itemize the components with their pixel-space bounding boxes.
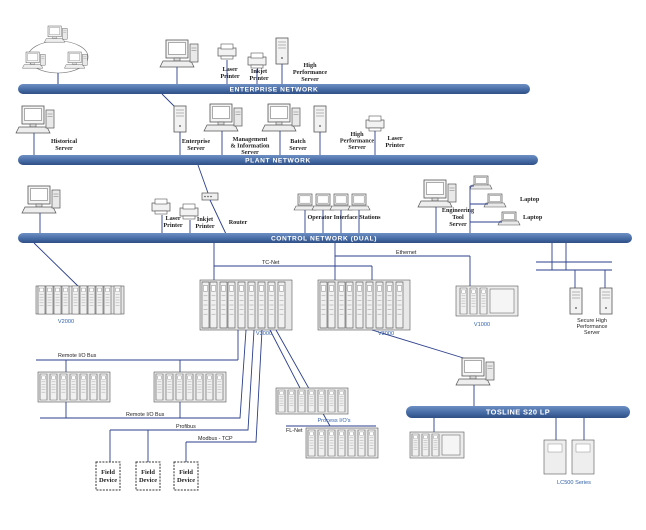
laptop-label-1: Laptop xyxy=(520,196,540,203)
svg-text:PLANT NETWORK: PLANT NETWORK xyxy=(245,158,311,165)
laptop-icon-1 xyxy=(469,175,493,190)
mis-server-pc xyxy=(203,103,243,132)
control-network-bus: CONTROL NETWORK (DUAL) xyxy=(18,233,632,243)
fl-net-rack xyxy=(305,427,379,459)
router-label: Router xyxy=(229,219,248,226)
profibus-label: Profibus xyxy=(176,424,196,430)
operator-stations-label: Operator Interface Stations xyxy=(307,214,381,221)
remote-io-bus-1-label: Remote I/O Bus xyxy=(58,353,97,359)
enterprise-cluster xyxy=(22,25,89,86)
tosline-bus: TOSLINE S20 LP xyxy=(406,406,630,418)
fl-net-label: FL-Net xyxy=(286,428,303,434)
svg-text:TOSLINE S20 LP: TOSLINE S20 LP xyxy=(486,408,550,417)
control-inkjet-printer-icon xyxy=(179,203,199,220)
enterprise-server-tower-icon xyxy=(275,37,289,65)
v1000-label: V1000 xyxy=(474,322,490,328)
field-pc xyxy=(455,357,495,386)
process-io-rack xyxy=(275,387,349,415)
v2000-label: V2000 xyxy=(58,319,74,325)
batch-server-pc xyxy=(261,103,301,132)
control-laser-printer-icon xyxy=(151,198,171,215)
process-ios-label: Process I/O's xyxy=(317,418,350,424)
secure-server-tower-2 xyxy=(599,287,613,315)
v3000-controller-a xyxy=(199,279,293,331)
eng-tool-server-pc xyxy=(417,179,457,208)
plant-network-bus: PLANT NETWORK xyxy=(18,155,538,165)
historical-server-pc xyxy=(15,105,55,134)
enterprise-network-bus: ENTERPRISE NETWORK xyxy=(18,84,530,94)
lc500-label: LC500 Series xyxy=(557,480,591,486)
remote-io-rack-1 xyxy=(37,371,111,403)
laptop-icon-3 xyxy=(497,211,521,226)
remote-io-rack-2 xyxy=(153,371,227,403)
router-icon xyxy=(201,192,219,201)
remote-io-bus-2-label: Remote I/O Bus xyxy=(126,412,165,418)
laptop-icon-2 xyxy=(483,193,507,208)
svg-text:CONTROL NETWORK (DUAL): CONTROL NETWORK (DUAL) xyxy=(271,236,377,243)
laptop-label-2: Laptop xyxy=(523,214,543,221)
enterprise-workstation xyxy=(159,39,199,68)
enterprise-server-tower xyxy=(173,105,187,133)
enterprise-inkjet-printer-icon xyxy=(247,52,267,69)
v3000-controller-b xyxy=(317,279,411,331)
plant-laser-printer-icon xyxy=(365,115,385,132)
secure-server-tower-1 xyxy=(569,287,583,315)
svg-text:ENTERPRISE NETWORK: ENTERPRISE NETWORK xyxy=(230,87,319,94)
v1000-controller xyxy=(455,285,519,317)
lc500-units xyxy=(543,439,595,475)
control-workstation-pc xyxy=(21,185,61,214)
v2000-controller xyxy=(35,285,125,315)
modbus-tcp-label: Modbus - TCP xyxy=(198,436,233,442)
tosline-controller xyxy=(409,431,465,459)
tc-net-label: TC-Net xyxy=(262,260,280,266)
plant-high-perf-tower xyxy=(313,105,327,133)
operator-stations xyxy=(293,193,371,211)
v3000-a-label: V3000 xyxy=(256,331,272,337)
ethernet-label: Ethernet xyxy=(396,250,417,256)
enterprise-laser-printer-icon xyxy=(217,43,237,60)
